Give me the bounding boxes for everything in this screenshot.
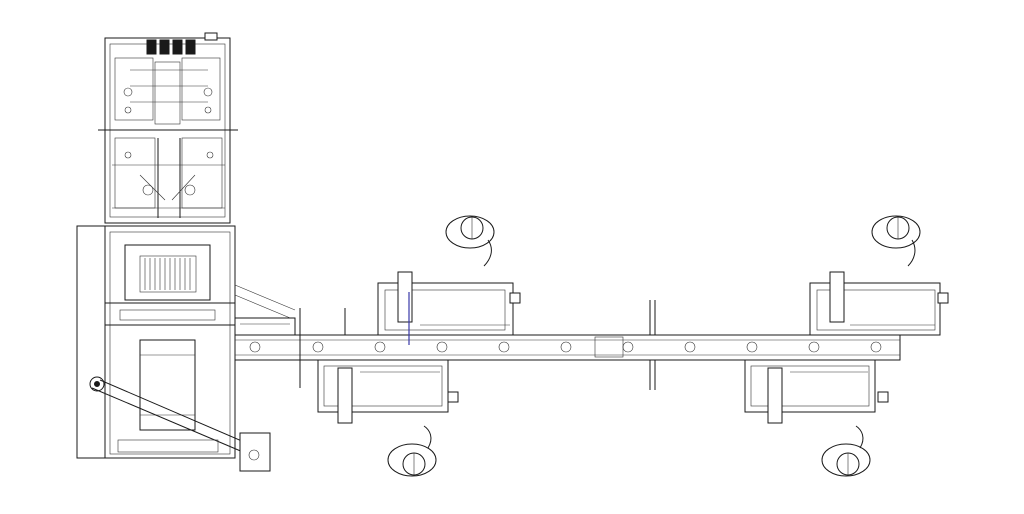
tube-rack [139, 255, 197, 293]
upper-packaging-module [98, 32, 238, 224]
lower-feeding-module [76, 225, 296, 472]
workstation-top-left [377, 271, 521, 345]
workstation-bottom-left [317, 359, 459, 424]
operator-bottom-left [387, 425, 437, 477]
operator-top-right [871, 215, 921, 267]
workstation-bottom-right [744, 359, 889, 424]
workstation-top-right [809, 271, 949, 336]
operator-bottom-right [821, 425, 871, 477]
linear-conveyor [234, 300, 901, 390]
operator-top-left [445, 215, 495, 267]
